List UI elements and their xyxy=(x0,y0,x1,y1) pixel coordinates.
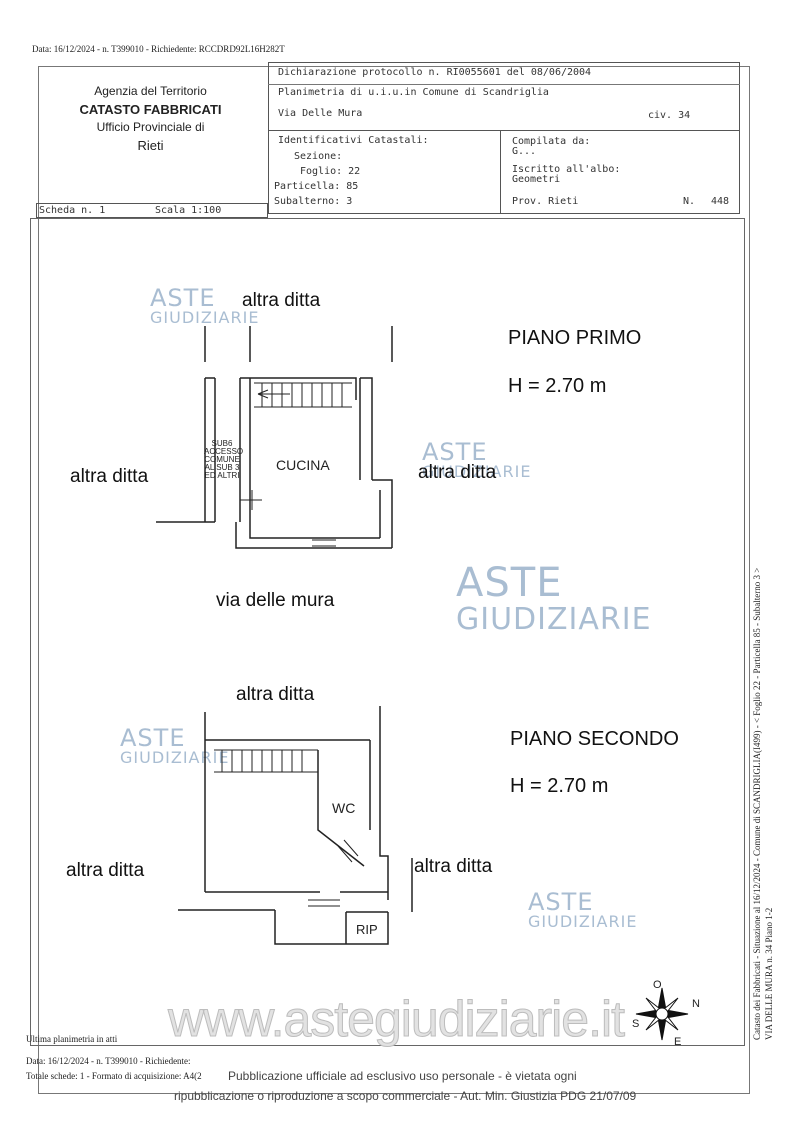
side-text: Catasto dei Fabbricati - Situazione al 1… xyxy=(752,567,762,1040)
compass-east: N xyxy=(692,998,700,1010)
ultima-planimetria: Ultima planimetria in atti xyxy=(26,1034,118,1044)
plan-wall xyxy=(235,522,392,549)
agency-city: Rieti xyxy=(137,138,164,153)
plan-wall xyxy=(239,377,251,522)
footer-data: Data: 16/12/2024 - n. T399010 - Richiede… xyxy=(26,1056,191,1066)
provincia: Prov. Rieti xyxy=(512,196,579,207)
plan-wall xyxy=(360,377,393,548)
label-altezza: H = 2.70 m xyxy=(510,775,609,797)
plan-wall xyxy=(369,740,389,900)
drawing-frame xyxy=(30,218,745,1046)
label-altra-ditta: altra ditta xyxy=(236,684,315,705)
header-divider xyxy=(268,84,740,85)
footer-url: www.astegiudiziarie.it xyxy=(168,991,626,1048)
compass-icon xyxy=(635,987,689,1041)
watermark-aste: ASTE GIUDIZIARIE xyxy=(422,438,532,481)
header-divider-v xyxy=(500,130,501,214)
iscritto: Iscritto all'albo: xyxy=(512,164,621,175)
side-text: VIA DELLE MURA n. 34 Piano 1-2 xyxy=(764,907,774,1040)
label-sub6: SUB6 ACCESSO COMUNE AL SUB 3 ED ALTRI xyxy=(204,439,244,480)
scheda: Scheda n. 1 xyxy=(39,205,106,216)
disclaimer: Pubblicazione ufficiale ad esclusivo uso… xyxy=(228,1069,577,1083)
plan-wall xyxy=(178,909,389,945)
disclaimer: ripubblicazione o riproduzione a scopo c… xyxy=(174,1089,637,1103)
agency-office: Ufficio Provinciale di xyxy=(96,120,205,134)
planimetria: Planimetria di u.i.u.in Comune di Scandr… xyxy=(278,87,549,98)
compass-west: S xyxy=(632,1018,640,1030)
label-altra-ditta: altra ditta xyxy=(414,856,493,877)
subalterno: Subalterno: 3 xyxy=(274,196,353,207)
watermark-aste: ASTE GIUDIZIARIE xyxy=(528,888,638,931)
header-box xyxy=(268,62,740,214)
request-line: Data: 16/12/2024 - n. T399010 - Richiede… xyxy=(32,44,285,54)
watermark-aste: ASTE GIUDIZIARIE xyxy=(456,560,652,637)
civico: civ. 34 xyxy=(648,110,691,121)
label-altezza: H = 2.70 m xyxy=(508,375,607,397)
albo: Geometri xyxy=(512,174,561,185)
compilata-value: G... xyxy=(512,146,537,157)
numero-label: N. xyxy=(683,196,696,207)
watermark-aste: ASTE GIUDIZIARIE xyxy=(120,724,230,767)
compilata: Compilata da: xyxy=(512,136,591,147)
plan-wall xyxy=(204,326,393,362)
label-rip: RIP xyxy=(356,922,378,937)
scala: Scala 1:100 xyxy=(155,205,222,216)
scheda-box xyxy=(36,203,268,218)
plan-wall xyxy=(250,377,361,480)
plan-wall xyxy=(204,377,216,522)
agency-name: Agenzia del Territorio xyxy=(94,84,207,98)
label-altra-ditta: altra ditta xyxy=(242,290,321,311)
label-altra-ditta: altra ditta xyxy=(66,860,145,881)
plan-wall xyxy=(345,911,388,944)
footer-totale: Totale schede: 1 - Formato di acquisizio… xyxy=(26,1071,202,1081)
sezione: Sezione: xyxy=(294,151,343,162)
agency-block: Agenzia del Territorio CATASTO FABBRICAT… xyxy=(38,84,263,153)
plan-wall xyxy=(204,706,381,740)
dichiarazione: Dichiarazione protocollo n. RI0055601 de… xyxy=(278,67,592,78)
numero-value: 448 xyxy=(711,196,730,207)
compass-north: O xyxy=(653,979,662,991)
compass-south: E xyxy=(674,1036,682,1048)
foglio: Foglio: 22 xyxy=(300,166,361,177)
label-piano-primo: PIANO PRIMO xyxy=(508,327,642,349)
plan-wall xyxy=(204,739,370,892)
identificativi: Identificativi Catastali: xyxy=(278,135,429,146)
label-via-mura: via delle mura xyxy=(216,590,335,611)
header-divider xyxy=(268,130,740,131)
particella: Particella: 85 xyxy=(274,181,359,192)
label-altra-ditta: altra ditta xyxy=(418,462,497,483)
outer-frame xyxy=(38,66,750,1094)
plan-wall xyxy=(317,750,365,867)
agency-dept: CATASTO FABBRICATI xyxy=(79,102,222,117)
watermark-aste: ASTE GIUDIZIARIE xyxy=(150,284,260,327)
label-altra-ditta: altra ditta xyxy=(70,466,149,487)
label-wc: WC xyxy=(332,800,356,816)
label-cucina: CUCINA xyxy=(276,457,330,473)
label-piano-secondo: PIANO SECONDO xyxy=(510,728,679,750)
via: Via Delle Mura xyxy=(278,108,363,119)
